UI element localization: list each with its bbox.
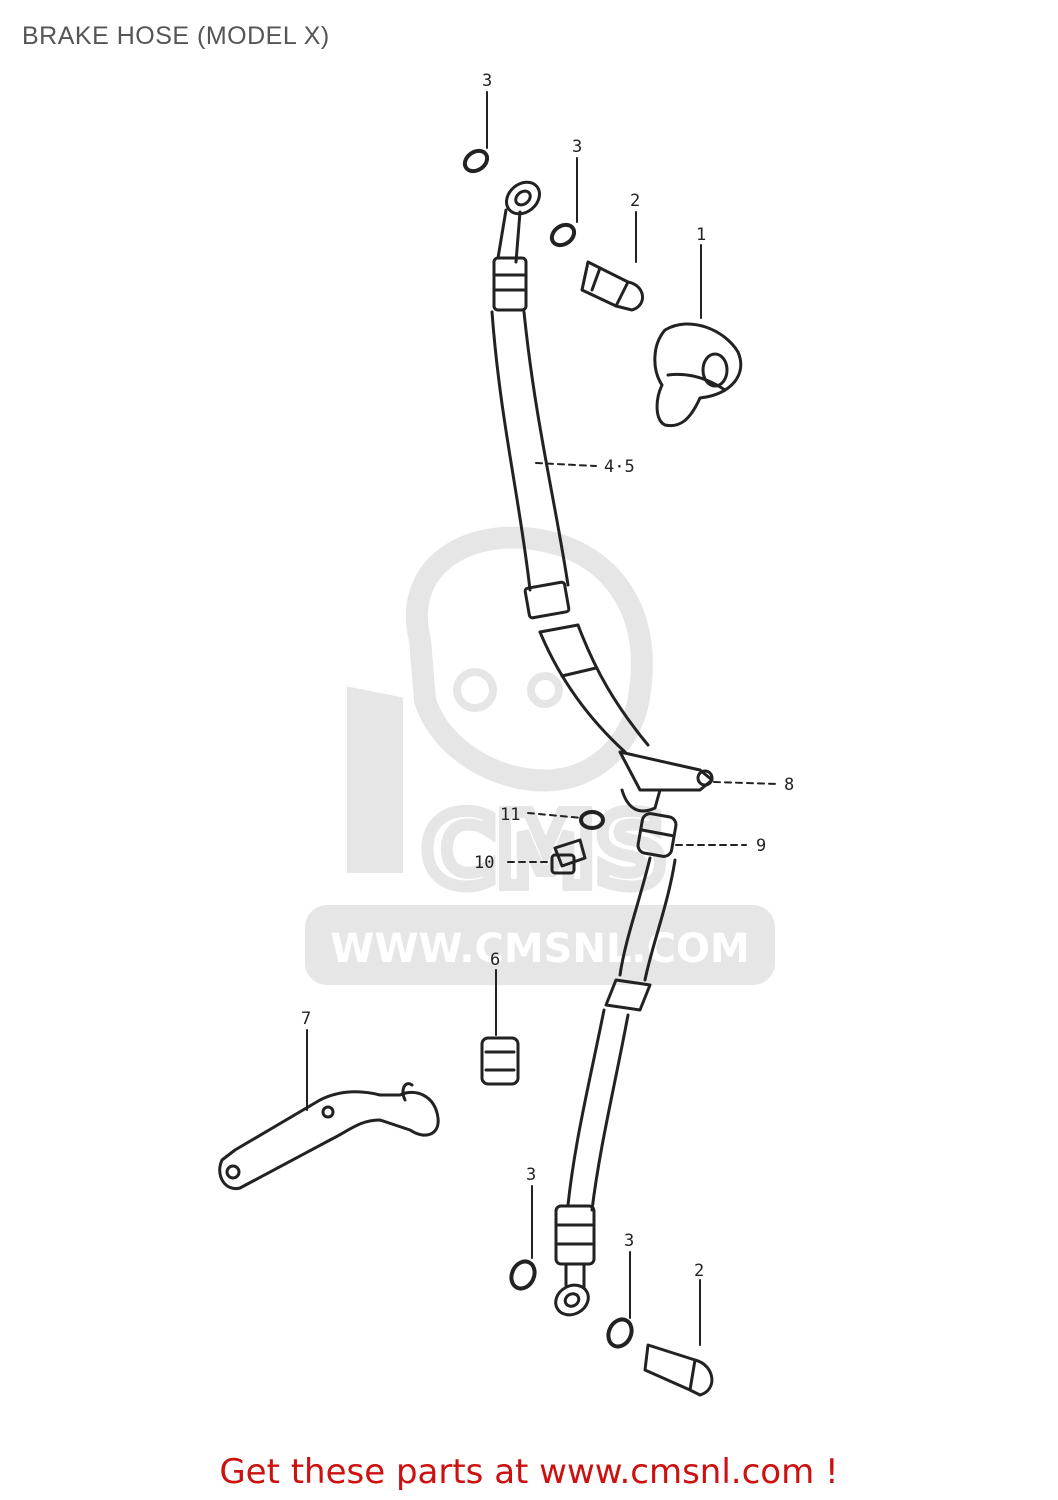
union-fitting bbox=[653, 322, 743, 428]
callout-7: 7 bbox=[301, 1009, 311, 1029]
washer-bottom-left bbox=[509, 1259, 537, 1291]
washer-bottom-right bbox=[606, 1317, 634, 1349]
leader-lines bbox=[306, 91, 779, 1346]
washer-top-right bbox=[549, 222, 577, 248]
callout-11: 11 bbox=[500, 805, 520, 825]
hose-clamp bbox=[480, 1036, 520, 1086]
watermark-url: WWW.CMSNL.COM bbox=[330, 926, 750, 972]
watermark-mascot-head bbox=[405, 526, 653, 792]
callout-3-top-left: 3 bbox=[482, 71, 492, 91]
banjo-bolt-top bbox=[580, 260, 644, 312]
footer-parts-link[interactable]: Get these parts at www.cmsnl.com ! bbox=[219, 1452, 839, 1492]
watermark-mascot-eye-right bbox=[527, 672, 563, 708]
washer-top-left bbox=[462, 148, 490, 174]
brake-hose-upper bbox=[490, 310, 650, 754]
lower-banjo-fitting bbox=[554, 1204, 596, 1317]
callout-4-5: 4·5 bbox=[604, 457, 635, 477]
upper-banjo-fitting bbox=[492, 180, 541, 312]
brake-hose-lower bbox=[566, 856, 677, 1212]
hose-bracket bbox=[218, 1082, 440, 1191]
callout-2-bottom: 2 bbox=[694, 1261, 704, 1281]
watermark-brand: CMS bbox=[423, 792, 668, 909]
watermark-wrench bbox=[347, 686, 403, 873]
callout-3-bottom-left: 3 bbox=[526, 1165, 536, 1185]
line-art bbox=[218, 91, 779, 1397]
callout-6: 6 bbox=[490, 950, 500, 970]
callout-2-top: 2 bbox=[630, 191, 640, 211]
callout-3-bottom-right: 3 bbox=[624, 1231, 634, 1251]
page-title: BRAKE HOSE (MODEL X) bbox=[22, 22, 330, 50]
watermark-banner bbox=[305, 905, 775, 985]
callout-9: 9 bbox=[756, 836, 766, 856]
hose-joint bbox=[618, 750, 714, 858]
cms-watermark: CMS WWW.CMSNL.COM bbox=[305, 526, 775, 985]
callout-labels: 3 3 2 1 4·5 8 11 9 10 6 7 3 3 2 bbox=[301, 71, 794, 1281]
callout-3-top-right: 3 bbox=[572, 137, 582, 157]
banjo-bolt-bottom bbox=[643, 1343, 714, 1397]
watermark-mascot-eye-left bbox=[453, 668, 497, 712]
nut-11 bbox=[579, 810, 605, 830]
callout-1: 1 bbox=[696, 225, 706, 245]
bolt-10 bbox=[550, 838, 587, 875]
callout-10: 10 bbox=[474, 853, 494, 873]
callout-8: 8 bbox=[784, 775, 794, 795]
